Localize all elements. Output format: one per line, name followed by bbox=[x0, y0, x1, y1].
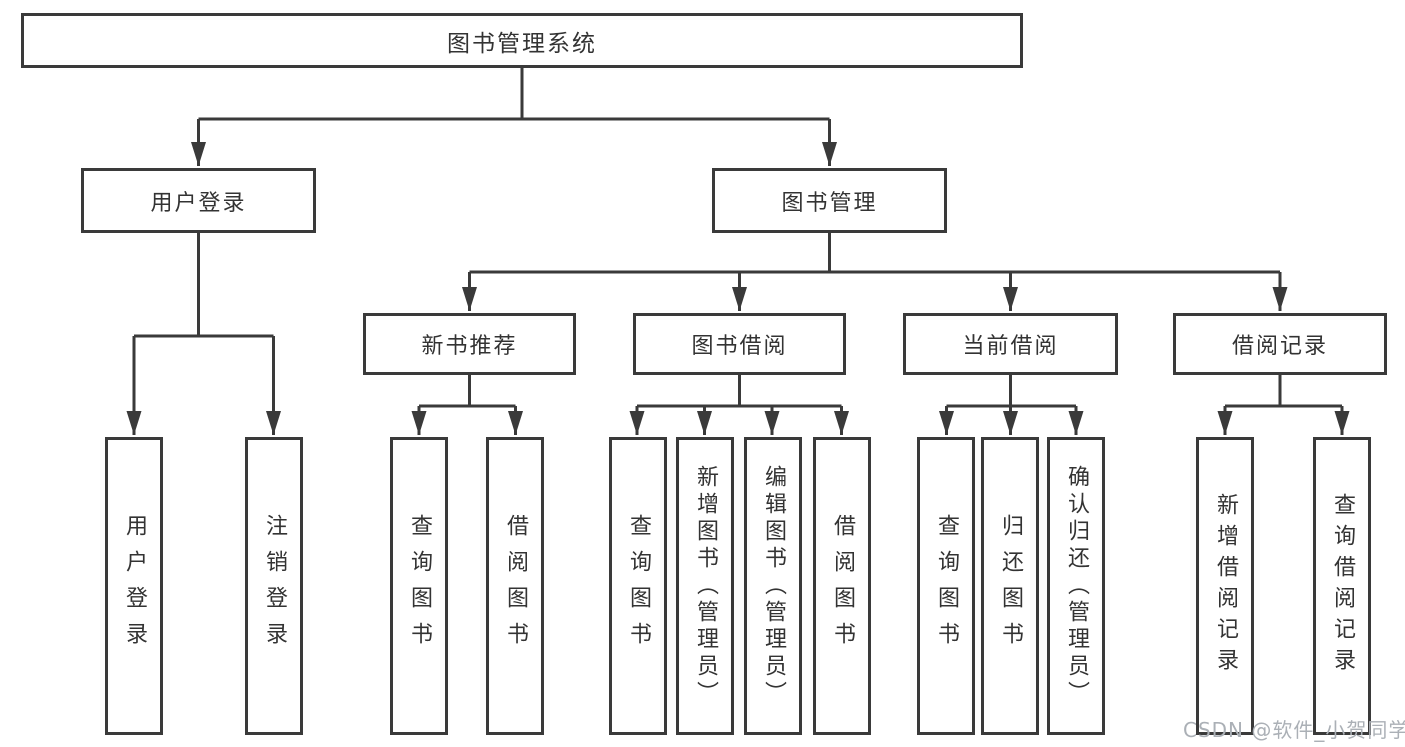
leaf-records-add-borrow-record: 新增借阅记录 bbox=[1196, 437, 1254, 735]
leaf-borrowing-edit-books-admin: 编辑图书（管理员） bbox=[744, 437, 802, 735]
node-label: 编辑图书（管理员） bbox=[761, 464, 786, 708]
node-label: 查询借阅记录 bbox=[1330, 493, 1355, 679]
node-label: 查询图书 bbox=[934, 514, 959, 658]
node-new-book-recommend: 新书推荐 bbox=[363, 313, 576, 375]
node-label: 查询图书 bbox=[407, 514, 432, 658]
node-label: 借阅图书 bbox=[830, 514, 855, 658]
node-label: 归还图书 bbox=[998, 514, 1023, 658]
leaf-borrowing-query-books: 查询图书 bbox=[609, 437, 667, 735]
node-label: 新增借阅记录 bbox=[1213, 493, 1238, 679]
node-label: 图书管理 bbox=[781, 190, 878, 216]
node-book-borrowing: 图书借阅 bbox=[633, 313, 846, 375]
node-label: 新书推荐 bbox=[421, 334, 518, 359]
node-library-system: 图书管理系统 bbox=[21, 13, 1023, 68]
csdn-watermark: CSDN @软件_小贺同学 bbox=[1183, 718, 1405, 742]
node-borrowing-records: 借阅记录 bbox=[1173, 313, 1387, 375]
leaf-borrowing-borrow-books: 借阅图书 bbox=[813, 437, 871, 735]
node-label: 借阅图书 bbox=[503, 514, 528, 658]
leaf-borrowing-add-books-admin: 新增图书（管理员） bbox=[676, 437, 734, 735]
leaf-logout-login: 注销登录 bbox=[245, 437, 303, 735]
node-book-management: 图书管理 bbox=[712, 168, 947, 233]
node-label: 借阅记录 bbox=[1231, 334, 1328, 359]
leaf-newbooks-borrow-books: 借阅图书 bbox=[486, 437, 544, 735]
leaf-current-query-books: 查询图书 bbox=[917, 437, 975, 735]
node-label: 用户登录 bbox=[122, 514, 147, 658]
node-label: 图书管理系统 bbox=[447, 30, 597, 57]
node-user-login: 用户登录 bbox=[81, 168, 316, 233]
leaf-user-login: 用户登录 bbox=[105, 437, 163, 735]
leaf-current-return-books: 归还图书 bbox=[981, 437, 1039, 735]
node-label: 当前借阅 bbox=[962, 334, 1059, 359]
node-label: 注销登录 bbox=[262, 514, 287, 658]
leaf-records-query-borrow-record: 查询借阅记录 bbox=[1313, 437, 1371, 735]
node-label: 用户登录 bbox=[150, 190, 247, 216]
node-label: 图书借阅 bbox=[691, 334, 788, 359]
node-label: 确认归还（管理员） bbox=[1064, 464, 1089, 708]
node-label: 新增图书（管理员） bbox=[693, 464, 718, 708]
leaf-current-confirm-return-admin: 确认归还（管理员） bbox=[1047, 437, 1105, 735]
node-label: 查询图书 bbox=[626, 514, 651, 658]
leaf-newbooks-query-books: 查询图书 bbox=[390, 437, 448, 735]
node-current-borrowing: 当前借阅 bbox=[903, 313, 1118, 375]
